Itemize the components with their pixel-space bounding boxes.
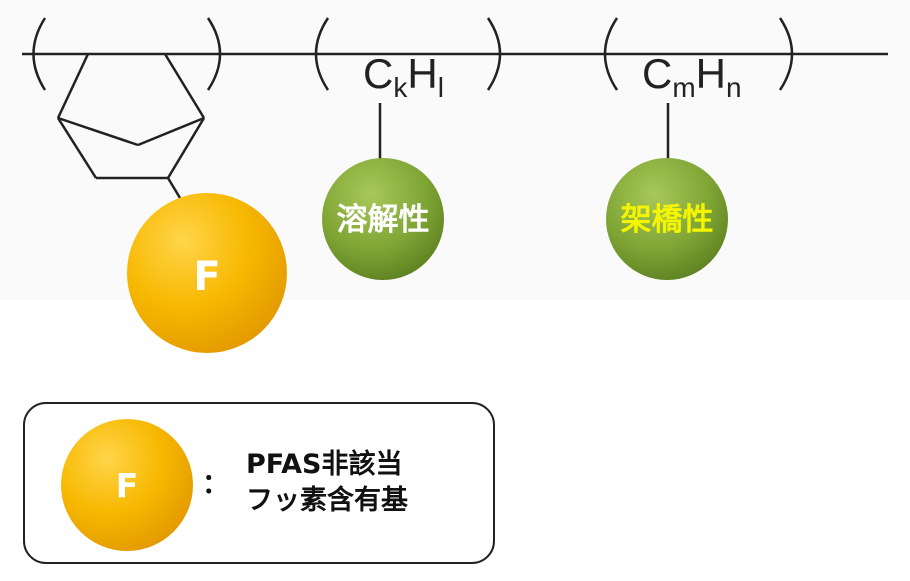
legend-colon: ： bbox=[202, 469, 229, 500]
legend-line2: フッ素含有基 bbox=[246, 484, 409, 516]
crosslinking-group-ball: 架橋性 bbox=[606, 158, 728, 280]
legend-fluorine-ball bbox=[61, 419, 193, 551]
unit2-close-paren bbox=[486, 17, 502, 91]
crosslinking-label: 架橋性 bbox=[621, 202, 714, 238]
solubility-label: 溶解性 bbox=[337, 202, 430, 238]
unit3-close-paren bbox=[778, 17, 794, 91]
fluorine-group-ball: F bbox=[127, 193, 287, 353]
legend-line1: PFAS非該当 bbox=[246, 448, 402, 480]
norbornane-ring bbox=[56, 53, 206, 199]
legend-fluorine-symbol: F bbox=[116, 466, 139, 505]
solubility-group-ball: 溶解性 bbox=[322, 158, 444, 280]
unit1-open-paren bbox=[32, 17, 47, 91]
unit3-open-paren bbox=[603, 17, 619, 91]
unit1-close-paren bbox=[206, 17, 222, 91]
unit3-formula: CmHn bbox=[642, 50, 742, 103]
legend-box: F ： PFAS非該当 フッ素含有基 bbox=[23, 402, 495, 564]
unit2-formula: CkHl bbox=[363, 50, 444, 103]
unit2-open-paren bbox=[314, 17, 330, 91]
fluorine-ball-label: F bbox=[193, 254, 220, 300]
